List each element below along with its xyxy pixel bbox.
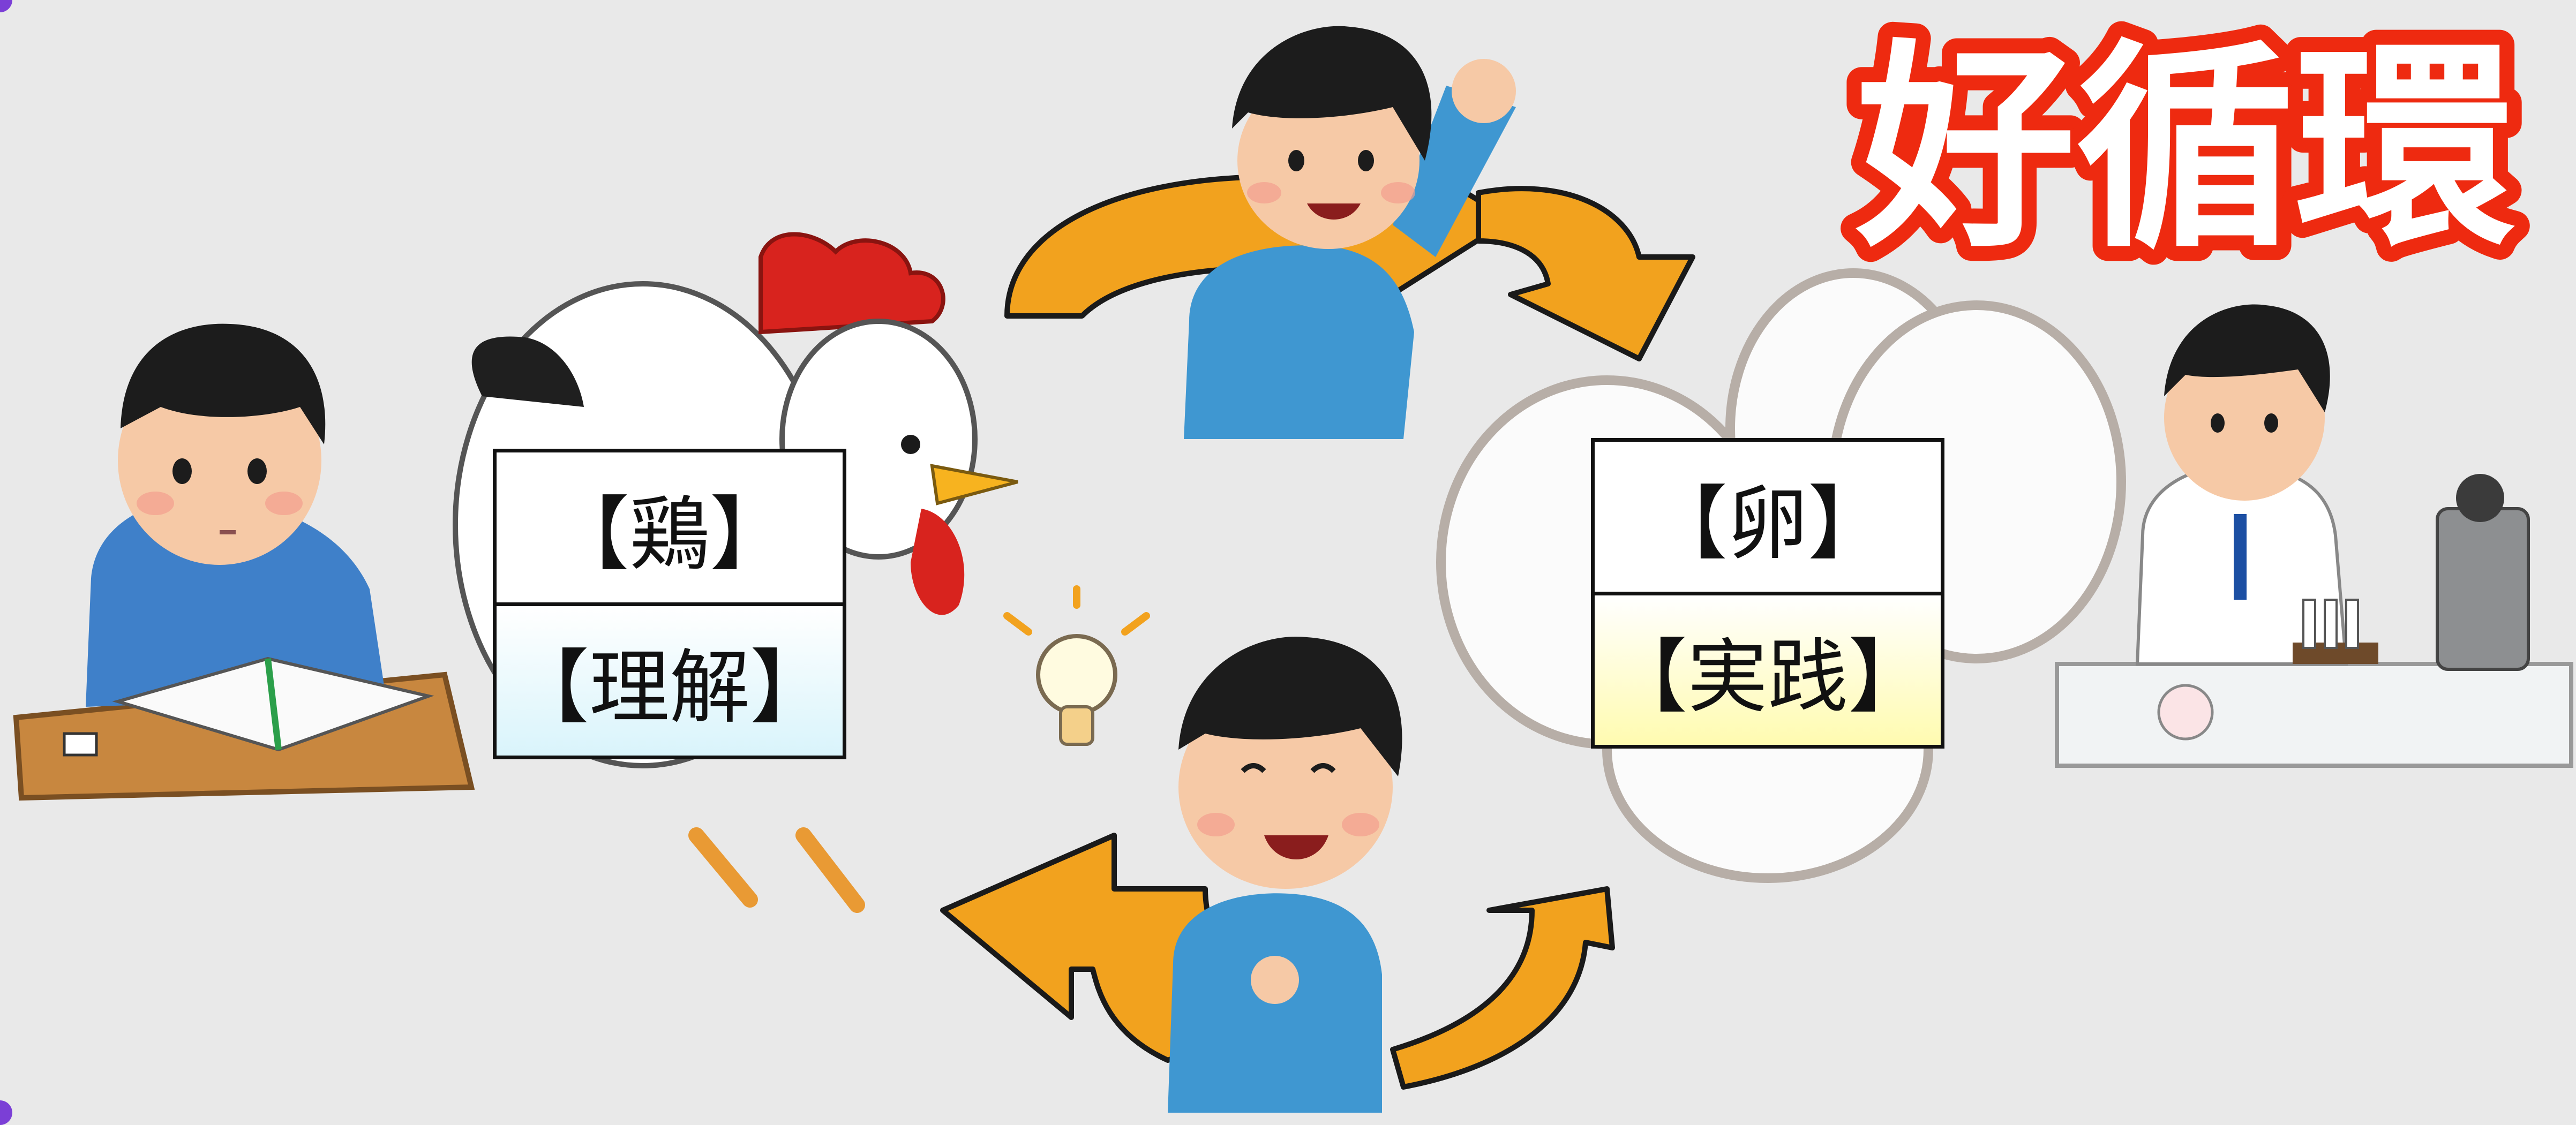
egg-label-divider bbox=[1595, 592, 1941, 595]
chicken-label-box: 【鶏】 【理解】 bbox=[493, 449, 846, 759]
studying-person bbox=[13, 323, 475, 801]
lightbulb-icon bbox=[1003, 585, 1150, 746]
title-text-group: 好循環 bbox=[1838, 4, 2530, 292]
chicken-label-top: 【鶏】 bbox=[497, 452, 843, 602]
cheering-person-bottom bbox=[1168, 636, 1402, 1113]
chicken-label-bottom: 【理解】 bbox=[497, 606, 843, 756]
egg-label-box: 【卵】 【実践】 bbox=[1591, 438, 1944, 749]
egg-label-bottom: 【実践】 bbox=[1595, 595, 1941, 745]
chicken-label-divider bbox=[497, 602, 843, 606]
egg-label-top: 【卵】 bbox=[1595, 442, 1941, 592]
cheering-person-top bbox=[1184, 26, 1516, 439]
scientist-with-microscope bbox=[2055, 304, 2573, 768]
page-title: 好循環 bbox=[1853, 19, 2515, 277]
